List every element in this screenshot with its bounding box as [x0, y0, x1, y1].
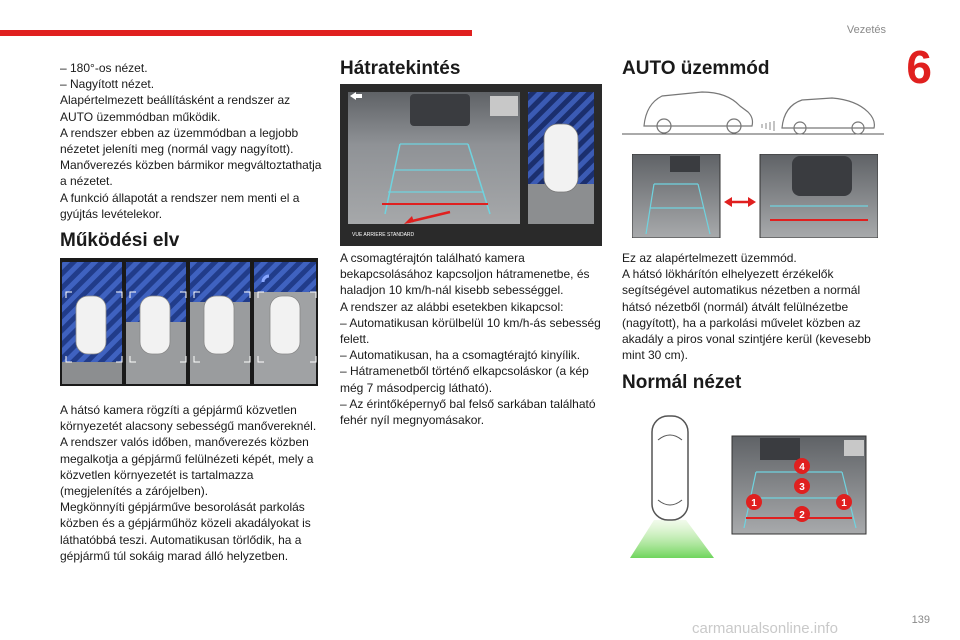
auto-views-svg: [632, 154, 878, 238]
paragraph: Megkönnyíti gépjárműve besorolását parko…: [60, 500, 311, 563]
list-item: – Hátramenetből történő elkapcsoláskor (…: [340, 364, 589, 395]
list-item: – Automatikusan, ha a csomagtérajtó kiny…: [340, 348, 581, 363]
top-view-steps-svg: [62, 262, 317, 384]
column-left-body: A hátsó kamera rögzíti a gépjármű közvet…: [60, 402, 322, 564]
watermark: carmanualsonline.info: [692, 620, 838, 637]
heading-mukodesi-elv: Működési elv: [60, 230, 180, 251]
marker-1-right: 1: [841, 498, 847, 509]
marker-4: 4: [799, 462, 805, 473]
figure-auto-views: [632, 154, 878, 238]
column-left: – 180°-os nézet. – Nagyított nézet. Alap…: [60, 60, 322, 222]
normal-view-svg: 4 3 1 2 1: [630, 415, 867, 558]
paragraph: A rendszer az alábbi esetekben kikapcsol…: [340, 299, 564, 314]
header-accent-bar: [0, 30, 472, 36]
heading-normal-nezet: Normál nézet: [622, 372, 742, 393]
back-arrow-icon: [350, 92, 362, 100]
marker-3: 3: [799, 482, 805, 493]
heading-auto-uzemmod: AUTO üzemmód: [622, 58, 770, 79]
marker-2: 2: [799, 510, 805, 521]
chapter-number: 6: [906, 41, 932, 93]
paragraph: A hátsó kamera rögzíti a gépjármű közvet…: [60, 403, 317, 434]
paragraph: A rendszer valós időben, manőverezés köz…: [60, 435, 314, 499]
marker-badges: [746, 458, 852, 522]
paragraph: Ez az alapértelmezett üzemmód.: [622, 251, 797, 265]
screen-caption: VUE ARRIERE STANDARD: [352, 232, 415, 238]
car-sensors-svg: [622, 91, 884, 135]
figure-top-view-steps: [60, 258, 318, 386]
list-item: – 180°-os nézet.: [60, 61, 148, 75]
page-number: 139: [911, 614, 930, 626]
heading-hatratekintes: Hátratekintés: [340, 58, 461, 79]
paragraph: A rendszer ebben az üzemmódban a legjobb…: [60, 125, 299, 157]
paragraph: A csomagtérajtón található kamera bekapc…: [340, 251, 590, 298]
section-title: Vezetés: [846, 24, 886, 36]
figure-rear-camera-screen: VUE ARRIERE STANDARD: [340, 84, 602, 246]
paragraph: A funkció állapotát a rendszer nem menti…: [60, 190, 300, 221]
swap-arrows-icon: [724, 197, 756, 207]
paragraph: A hátsó lökhárítón elhelyezett érzékelők…: [622, 267, 871, 363]
paragraph: Alapértelmezett beállításként a rendszer…: [60, 93, 291, 124]
paragraph: Manőverezés közben bármikor megváltoztat…: [60, 158, 322, 189]
figure-normal-view: 4 3 1 2 1: [630, 410, 870, 560]
rear-camera-svg: [340, 84, 602, 246]
column-right-body: Ez az alapértelmezett üzemmód. A hátsó l…: [622, 250, 884, 363]
list-item: – Nagyított nézet.: [60, 77, 155, 92]
list-item: – Automatikusan körülbelül 10 km/h-ás se…: [340, 315, 601, 347]
marker-1-left: 1: [751, 498, 757, 509]
list-item: – Az érintőképernyő bal felső sarkában t…: [340, 396, 596, 428]
figure-car-sensors: [622, 86, 884, 136]
column-middle-body: A csomagtérajtón található kamera bekapc…: [340, 250, 602, 428]
